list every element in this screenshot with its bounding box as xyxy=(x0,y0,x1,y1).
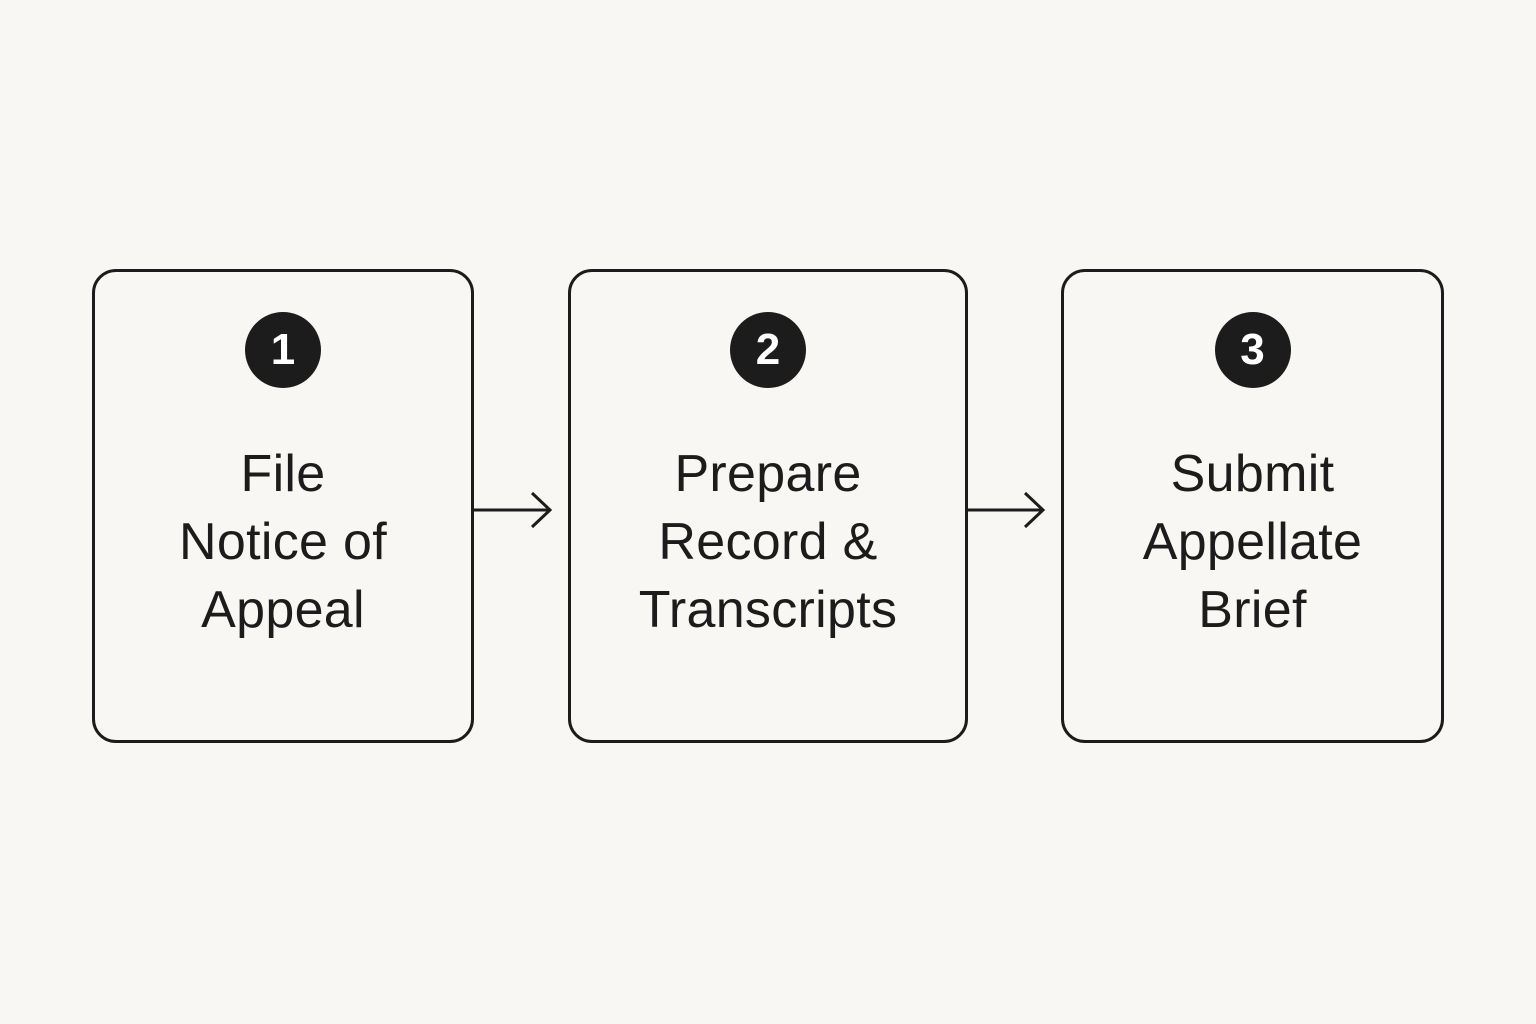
step-label-1-line-3: Appeal xyxy=(201,581,365,639)
step-label-3-line-1: Submit xyxy=(1170,445,1335,503)
right-arrow-icon xyxy=(474,491,553,529)
step-box-1: 1 File Notice of Appeal xyxy=(92,269,474,743)
step-label-2-line-1: Prepare xyxy=(674,445,862,503)
step-label-2: Prepare Record & Transcripts xyxy=(571,440,965,644)
step-label-3: Submit Appellate Brief xyxy=(1064,440,1441,644)
step-label-3-line-3: Brief xyxy=(1198,581,1307,639)
step-label-1-line-2: Notice of xyxy=(179,513,387,571)
step-label-3-line-2: Appellate xyxy=(1142,513,1363,571)
step-label-2-line-3: Transcripts xyxy=(638,581,898,639)
step-number-badge-1: 1 xyxy=(245,312,321,388)
step-label-1: File Notice of Appeal xyxy=(95,440,471,644)
step-box-2: 2 Prepare Record & Transcripts xyxy=(568,269,968,743)
step-number-badge-3: 3 xyxy=(1214,312,1291,388)
step-box-3: 3 Submit Appellate Brief xyxy=(1061,269,1444,743)
step-label-2-line-2: Record & xyxy=(658,513,878,571)
right-arrow-icon xyxy=(968,491,1046,529)
step-number-badge-2: 2 xyxy=(730,312,806,388)
step-label-1-line-1: File xyxy=(240,445,326,503)
